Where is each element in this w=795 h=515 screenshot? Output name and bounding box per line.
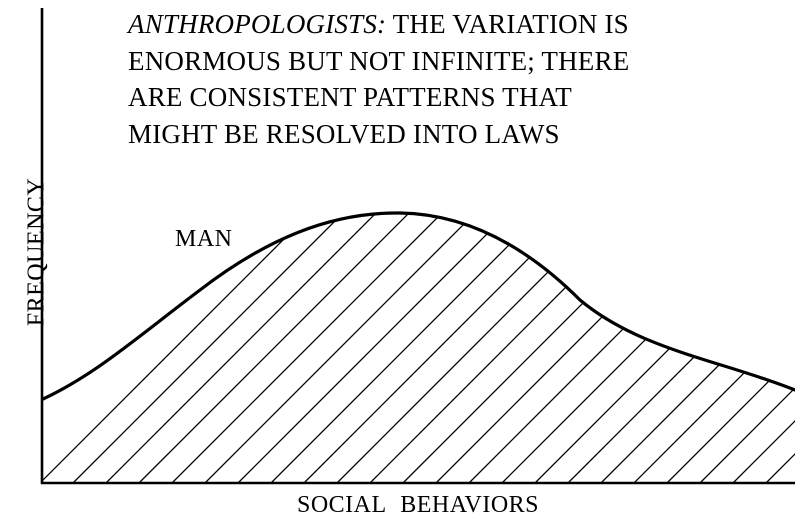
hatch-fill [43,212,795,483]
hatch-line [204,212,491,483]
caption-line-1: ANTHROPOLOGISTS: THE VARIATION IS [128,6,788,43]
hatch-line [567,212,795,483]
caption-lead: ANTHROPOLOGISTS: [128,9,387,39]
hatch-line [72,212,359,483]
hatch-line [138,212,425,483]
hatch-line [43,212,326,483]
hatch-line [765,212,795,483]
caption-line-2: ENORMOUS BUT NOT INFINITE; THERE [128,45,630,76]
curve-label: MAN [175,226,233,252]
hatch-line [534,212,795,483]
caption-line-3: ARE CONSISTENT PATTERNS THAT [128,82,572,112]
hatch-line [237,212,524,483]
hatch-line [171,212,458,483]
hatch-line [105,212,392,483]
hatch-line [699,212,795,483]
caption-text: ANTHROPOLOGISTS: THE VARIATION IS ENORMO… [128,6,788,152]
x-axis-label: SOCIAL BEHAVIORS [296,492,540,515]
hatch-line [732,212,795,483]
distribution-curve [41,211,795,401]
caption-line-1-rest: THE VARIATION IS [386,9,629,39]
hatch-line [666,212,795,483]
hatch-line [600,212,795,483]
caption-line-4: MIGHT BE RESOLVED INTO LAWS [128,118,560,149]
y-axis-label: FREQUENCY [23,177,50,327]
hatch-line [633,212,795,483]
